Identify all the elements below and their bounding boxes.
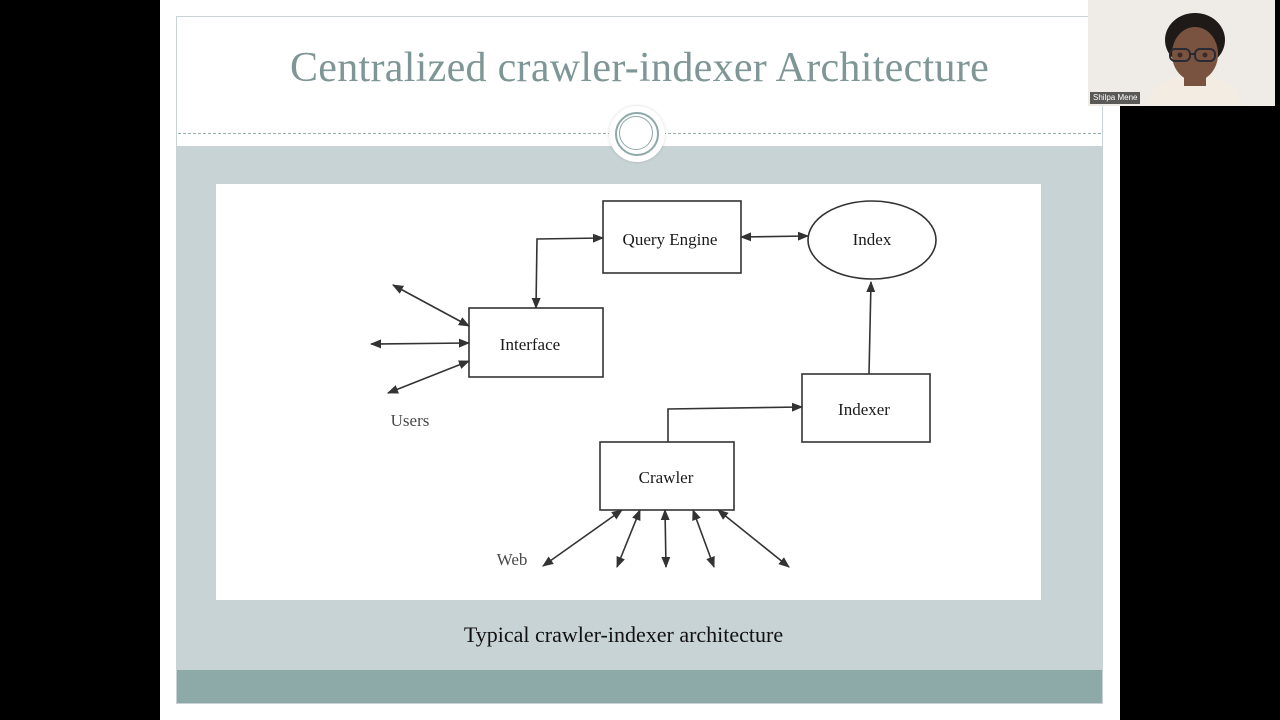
- medallion-outer-ring: [615, 112, 659, 156]
- indexer-label: Indexer: [838, 400, 890, 419]
- divider-medallion: [609, 106, 665, 162]
- arrow-web-2: [616, 508, 641, 569]
- arrow-web-3: [660, 508, 671, 569]
- diagram-canvas: [369, 200, 937, 569]
- slide-page: Centralized crawler-indexer Architecture: [160, 0, 1120, 720]
- index-label: Index: [852, 230, 892, 249]
- participant-avatar: [1088, 0, 1275, 106]
- arrow-web-5: [717, 509, 790, 568]
- arrow-user-1: [392, 284, 470, 327]
- slide-title: Centralized crawler-indexer Architecture: [289, 45, 990, 91]
- query-engine-label: Query Engine: [622, 230, 718, 249]
- users-label: Users: [390, 411, 430, 430]
- crawler-label: Crawler: [638, 468, 694, 487]
- participant-name-tag: Shilpa Mene: [1090, 92, 1141, 104]
- arrow-query-index: [739, 231, 810, 242]
- arrow-user-2: [369, 338, 471, 349]
- diagram-caption: Typical crawler-indexer architecture: [463, 622, 784, 647]
- interface-label: Interface: [499, 335, 561, 354]
- arrow-crawler-indexer: [667, 402, 804, 442]
- arrow-web-4: [692, 508, 715, 569]
- footer-band: [177, 670, 1102, 703]
- arrow-web-1: [542, 509, 623, 567]
- arrow-user-3: [386, 360, 471, 394]
- web-label: Web: [496, 550, 528, 569]
- architecture-diagram: Query Engine Index Interface Indexer Cra…: [216, 184, 1041, 600]
- medallion-inner-ring: [619, 116, 653, 150]
- arrow-indexer-index: [866, 280, 876, 375]
- arrow-interface-query: [531, 233, 605, 310]
- participant-video-tile[interactable]: Shilpa Mene: [1088, 0, 1275, 106]
